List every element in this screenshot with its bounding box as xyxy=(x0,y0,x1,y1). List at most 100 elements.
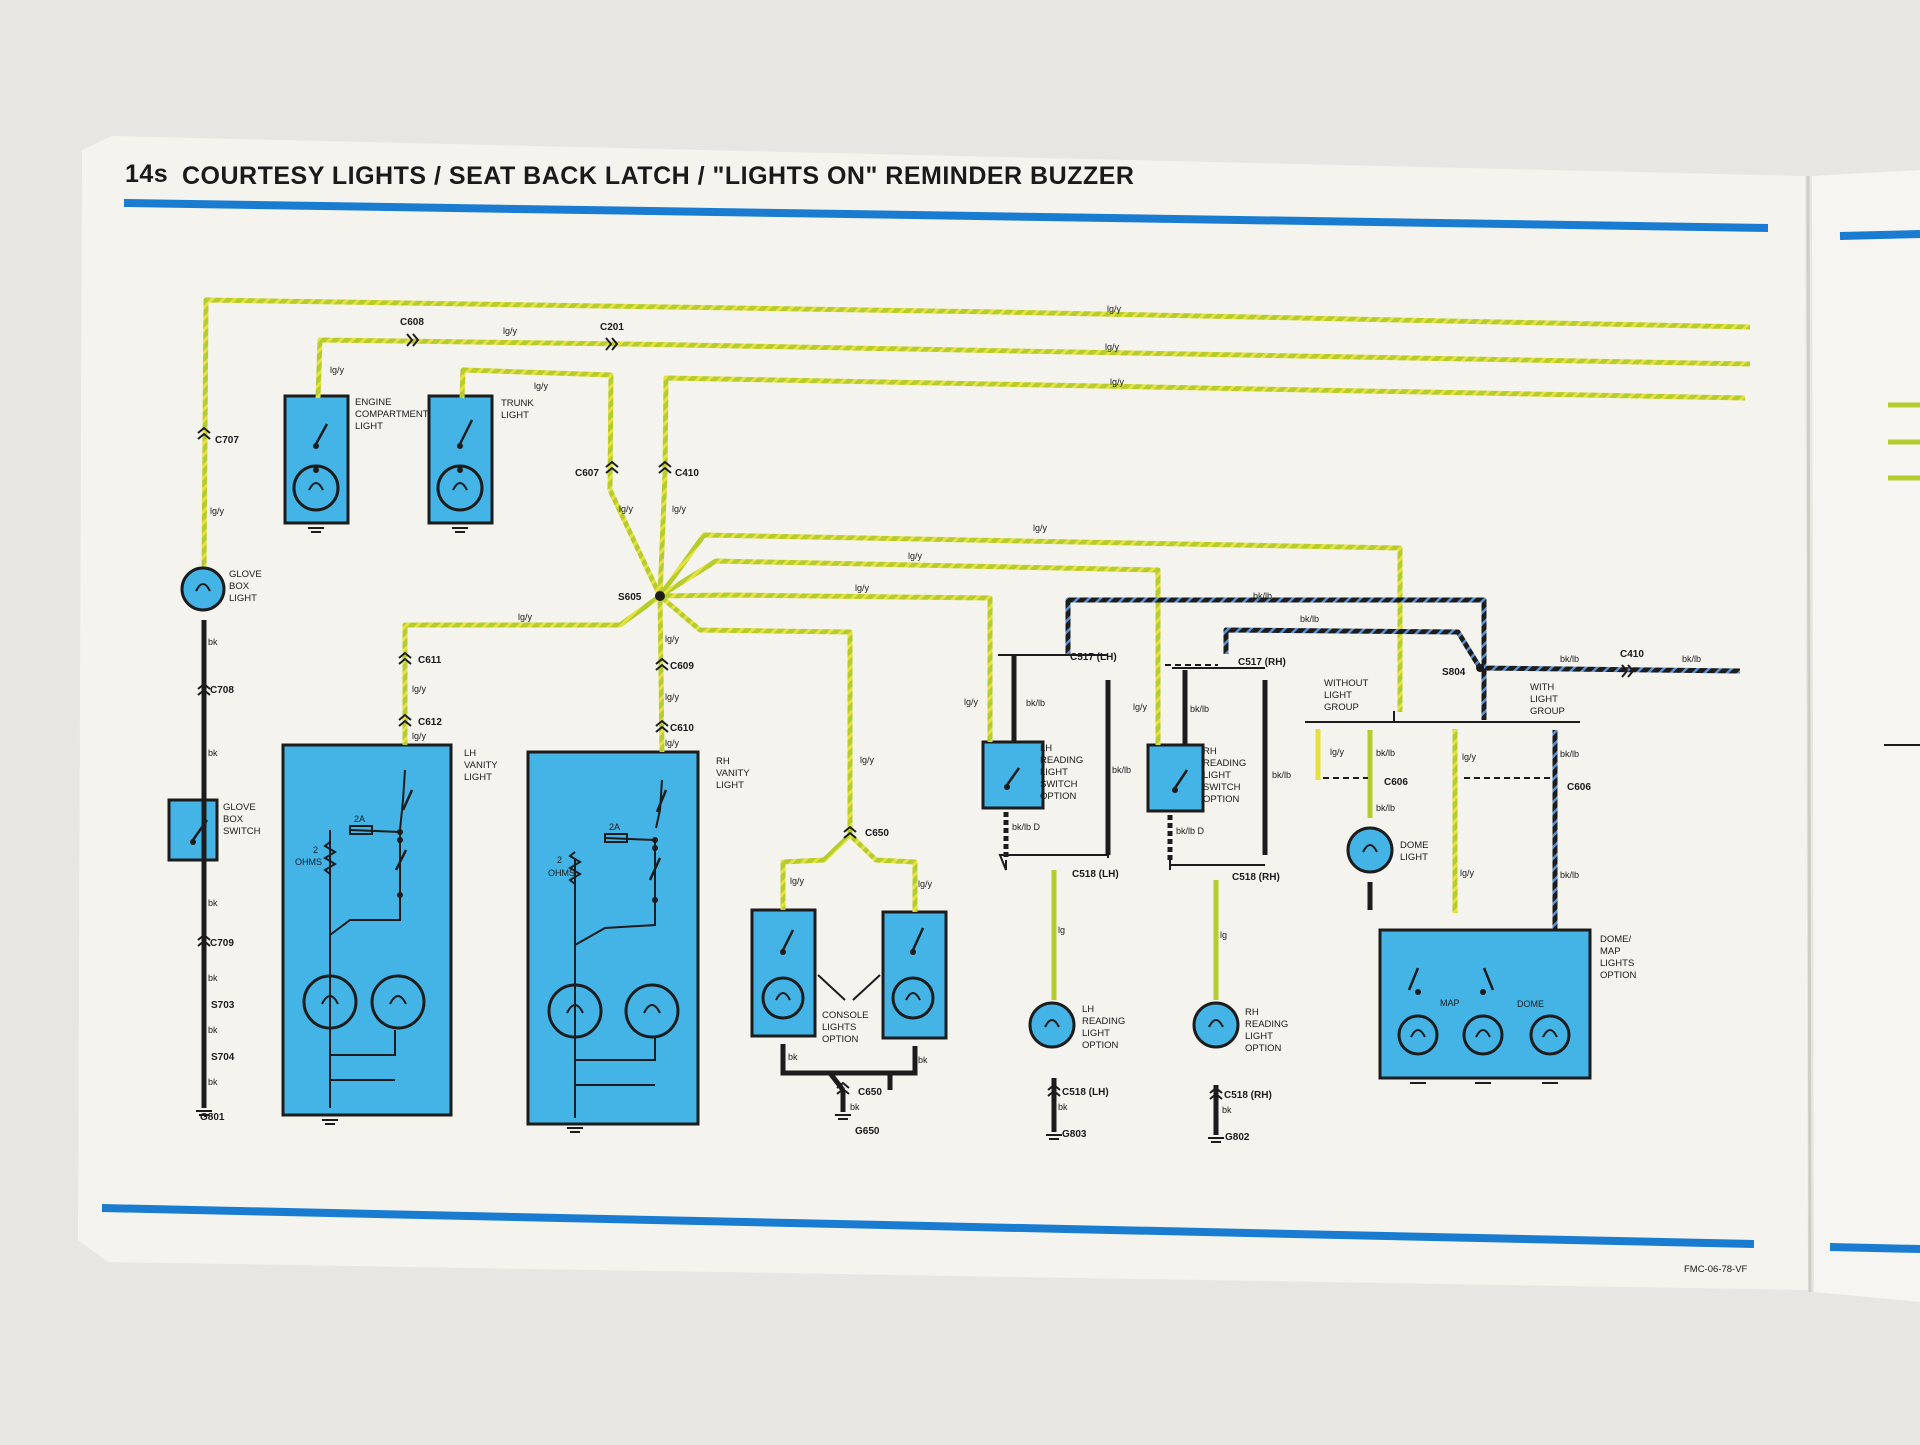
label-rh-reading-light: RH READING LIGHT OPTION xyxy=(1245,1007,1288,1054)
lh-vanity-bulb-left-icon xyxy=(302,974,358,1030)
connector-c610: C610 xyxy=(670,723,694,734)
rh-vanity-bulb-right-icon xyxy=(624,983,680,1039)
svg-text:LIGHT: LIGHT xyxy=(464,772,492,783)
trunk-light-box xyxy=(427,394,494,525)
svg-text:OPTION: OPTION xyxy=(1082,1040,1119,1051)
svg-text:DOME/: DOME/ xyxy=(1600,934,1632,945)
connector-c201: C201 xyxy=(600,322,624,333)
svg-text:bk/lb: bk/lb xyxy=(1112,765,1131,775)
svg-text:COMPARTMENT: COMPARTMENT xyxy=(355,409,429,420)
next-page-wire-stubs xyxy=(1888,402,1920,481)
rh-resistor-icon xyxy=(568,851,582,885)
switch-contacts xyxy=(190,443,1486,995)
ground-g801: G801 xyxy=(200,1112,225,1123)
svg-text:lg/y: lg/y xyxy=(665,738,680,748)
svg-text:bk/lb: bk/lb xyxy=(1190,704,1209,714)
svg-text:lg/y: lg/y xyxy=(964,697,979,707)
svg-text:READING: READING xyxy=(1203,758,1246,769)
connector-c608: C608 xyxy=(400,317,424,328)
svg-text:CONSOLE: CONSOLE xyxy=(822,1010,868,1021)
svg-text:bk: bk xyxy=(788,1052,798,1062)
svg-text:lg/y: lg/y xyxy=(1110,377,1125,387)
svg-text:lg/y: lg/y xyxy=(1462,752,1477,762)
svg-text:OPTION: OPTION xyxy=(822,1034,859,1045)
map-label: MAP xyxy=(1440,998,1460,1008)
svg-text:bk/lb: bk/lb xyxy=(1272,770,1291,780)
glove-box-bulb-icon xyxy=(180,566,226,612)
connector-c518-rh-lower: C518 (RH) xyxy=(1224,1090,1272,1101)
svg-text:bk/lb: bk/lb xyxy=(1376,803,1395,813)
connector-c707: C707 xyxy=(215,435,239,446)
svg-text:BOX: BOX xyxy=(223,814,244,825)
dome-map-lights-box xyxy=(1378,928,1592,1080)
connector-c650-lower: C650 xyxy=(858,1087,882,1098)
splice-s704: S704 xyxy=(211,1052,235,1063)
svg-text:lg/y: lg/y xyxy=(860,755,875,765)
lg-wires xyxy=(1051,730,1373,1000)
lh-resistor-value: 2 xyxy=(313,845,318,855)
lh-fuse-icon xyxy=(349,825,373,835)
svg-text:LIGHT: LIGHT xyxy=(1530,694,1558,705)
splice-s605: S605 xyxy=(618,592,642,603)
wire-code-labels: lg/y lg/y lg/y lg/y lg/y lg/y lg/y lg/y … xyxy=(208,304,1701,1115)
next-page-footer-rule xyxy=(1829,1243,1920,1253)
svg-text:LH: LH xyxy=(464,748,476,759)
connector-c612: C612 xyxy=(418,717,442,728)
page-number: 14s xyxy=(125,160,168,188)
label-glove-box-light: GLOVE BOX LIGHT xyxy=(229,569,262,604)
svg-text:MAP: MAP xyxy=(1600,946,1621,957)
svg-text:GROUP: GROUP xyxy=(1324,702,1359,713)
svg-text:bk/lb: bk/lb xyxy=(1300,614,1319,624)
svg-text:bk/lb: bk/lb xyxy=(1682,654,1701,664)
label-dome-light: DOME LIGHT xyxy=(1400,840,1429,863)
dome-map-dome-bulb-icon xyxy=(1529,1014,1571,1056)
page-fold xyxy=(1806,175,1812,1293)
ground-g650: G650 xyxy=(855,1126,880,1137)
svg-text:VANITY: VANITY xyxy=(464,760,498,771)
connector-c609: C609 xyxy=(670,661,694,672)
label-lh-reading-light: LH READING LIGHT OPTION xyxy=(1082,1004,1125,1051)
header-rule xyxy=(123,199,1769,232)
svg-text:lg: lg xyxy=(1220,930,1227,940)
console-left-box xyxy=(750,908,817,1038)
svg-text:LIGHT: LIGHT xyxy=(1040,767,1068,778)
svg-text:bk/lb D: bk/lb D xyxy=(1012,822,1041,832)
ground-g803: G803 xyxy=(1062,1129,1087,1140)
svg-text:lg/y: lg/y xyxy=(1330,747,1345,757)
svg-text:bk: bk xyxy=(208,1025,218,1035)
svg-text:bk: bk xyxy=(208,1077,218,1087)
footer-rule xyxy=(101,1204,1755,1248)
svg-text:OPTION: OPTION xyxy=(1245,1043,1282,1054)
lh-vanity-light-box xyxy=(281,743,453,1117)
rh-fuse-rating: 2A xyxy=(609,822,620,832)
label-rh-vanity-light: RH VANITY LIGHT xyxy=(716,756,750,791)
lh-resistor-icon xyxy=(323,841,337,875)
svg-text:lg/y: lg/y xyxy=(918,879,933,889)
rh-resistor-value: 2 xyxy=(557,855,562,865)
svg-text:READING: READING xyxy=(1040,755,1083,766)
svg-text:LIGHT: LIGHT xyxy=(1400,852,1428,863)
connector-c606-right: C606 xyxy=(1567,782,1591,793)
connector-c607: C607 xyxy=(575,468,599,479)
label-engine-compartment-light: ENGINE COMPARTMENT LIGHT xyxy=(355,397,429,432)
glove-box-switch-box xyxy=(167,798,219,862)
svg-text:lg/y: lg/y xyxy=(619,504,634,514)
connector-c517-rh: C517 (RH) xyxy=(1238,657,1286,668)
svg-text:lg/y: lg/y xyxy=(665,692,680,702)
svg-text:RH: RH xyxy=(716,756,730,767)
label-trunk-light: TRUNK LIGHT xyxy=(501,398,534,421)
dome-label: DOME xyxy=(1517,999,1544,1009)
svg-text:lg/y: lg/y xyxy=(412,731,427,741)
svg-text:lg/y: lg/y xyxy=(1460,868,1475,878)
vanity-interior-wiring xyxy=(329,769,663,1118)
svg-text:bk: bk xyxy=(1058,1102,1068,1112)
engine-compartment-light-box xyxy=(283,394,350,525)
svg-text:VANITY: VANITY xyxy=(716,768,750,779)
connector-c517-lh: C517 (LH) xyxy=(1070,652,1117,663)
svg-text:GROUP: GROUP xyxy=(1530,706,1565,717)
svg-text:bk: bk xyxy=(208,637,218,647)
svg-text:LIGHT: LIGHT xyxy=(1245,1031,1273,1042)
console-right-bulb-icon xyxy=(891,976,935,1020)
svg-text:SWITCH: SWITCH xyxy=(1203,782,1241,793)
svg-text:LIGHTS: LIGHTS xyxy=(822,1022,856,1033)
